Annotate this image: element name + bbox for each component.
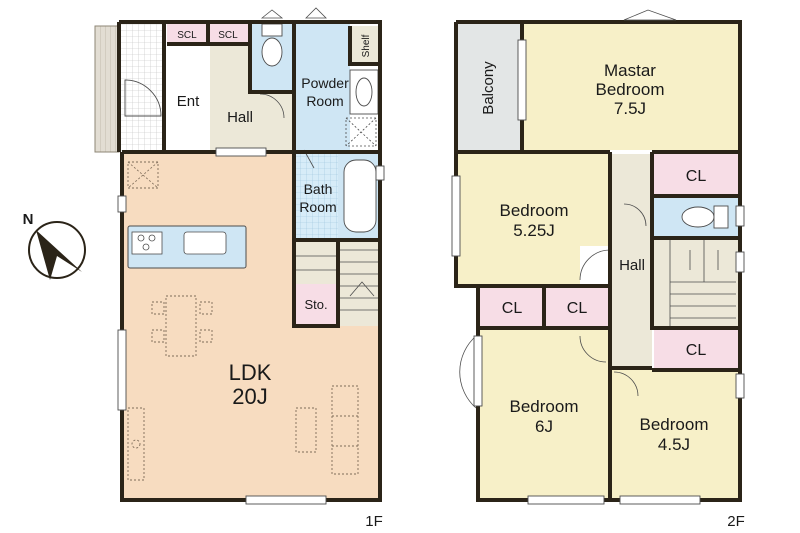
label-entrance: Ent	[177, 93, 200, 110]
label-scl-right: SCL	[218, 30, 238, 41]
sink-icon	[183, 231, 227, 255]
floor-1f: SCL SCL Ent Hall Powder Room Shelf Bath …	[94, 7, 385, 530]
stairs-2f-area	[654, 240, 738, 326]
label-cl-top: CL	[686, 168, 707, 185]
label-bedroom-b-line1: Bedroom	[510, 397, 579, 416]
label-cl-right: CL	[686, 342, 707, 359]
washing-machine-icon	[345, 117, 377, 147]
entrance-door-icon	[124, 79, 162, 117]
entrance-area	[164, 44, 210, 152]
label-storage: Sto.	[304, 297, 327, 312]
label-scl-left: SCL	[177, 30, 197, 41]
label-hall-1f: Hall	[227, 109, 253, 126]
label-balcony: Balcony	[480, 61, 497, 115]
label-shelf: Shelf	[361, 34, 372, 57]
label-bedroom-a-line2: 5.25J	[513, 221, 555, 240]
label-bedroom-c-line2: 4.5J	[658, 435, 690, 454]
storage-area	[296, 284, 336, 326]
stairs-2f-icon	[669, 240, 736, 326]
toilet-icon	[261, 23, 283, 67]
windows-2f	[451, 39, 745, 505]
bathtub-icon	[343, 159, 377, 233]
label-bath-line2: Room	[299, 199, 336, 215]
windows-1f	[117, 147, 385, 505]
label-master-line3: 7.5J	[614, 99, 646, 118]
label-floor-2f: 2F	[727, 513, 745, 530]
label-bedroom-b-line2: 6J	[535, 417, 553, 436]
label-floor-1f: 1F	[365, 513, 383, 530]
label-ldk-line1: LDK	[229, 360, 272, 385]
label-powder-line1: Powder	[301, 75, 349, 91]
scl-left-area	[167, 24, 207, 44]
cl-left-area	[480, 286, 544, 328]
entrance-floor	[119, 22, 164, 152]
north-arrow-icon	[36, 230, 82, 280]
floor-2f: Balcony Mastar Bedroom 7.5J CL Bedroom 5…	[451, 9, 745, 530]
cl-middle-area	[546, 286, 608, 328]
label-bath-line1: Bath	[304, 181, 333, 197]
label-master-line2: Bedroom	[596, 80, 665, 99]
bedroom-c-area	[612, 370, 738, 500]
label-cl-middle: CL	[567, 300, 588, 317]
shelf-area	[350, 26, 380, 64]
label-powder-line2: Room	[306, 93, 343, 109]
label-ldk-line2: 20J	[232, 384, 267, 409]
cl-top-area	[654, 154, 738, 194]
porch-deck	[94, 25, 120, 153]
compass: N	[23, 211, 86, 280]
sofa-icon	[295, 385, 359, 475]
compass-label: N	[23, 211, 34, 228]
bath-floor	[294, 154, 338, 238]
tv-board-icon	[127, 407, 145, 481]
label-cl-left: CL	[502, 300, 523, 317]
label-bedroom-c-line1: Bedroom	[640, 415, 709, 434]
label-bedroom-a-line1: Bedroom	[500, 201, 569, 220]
cl-right-area	[654, 328, 738, 370]
stove-icon	[131, 231, 163, 255]
bedroom-a-area	[458, 154, 610, 284]
balcony-area	[458, 24, 522, 150]
toilet-2f-icon	[681, 205, 729, 229]
master-bedroom-area	[522, 20, 740, 150]
hall-2f-area	[612, 154, 652, 368]
powder-room-area	[296, 20, 350, 150]
scl-right-area	[209, 24, 248, 44]
wash-basin-icon	[349, 69, 379, 115]
bedroom-b-area	[480, 330, 610, 500]
dining-table-icon	[151, 295, 213, 357]
doors-2f	[459, 203, 647, 409]
label-master-line1: Mastar	[604, 61, 656, 80]
label-hall-2f: Hall	[619, 257, 645, 274]
